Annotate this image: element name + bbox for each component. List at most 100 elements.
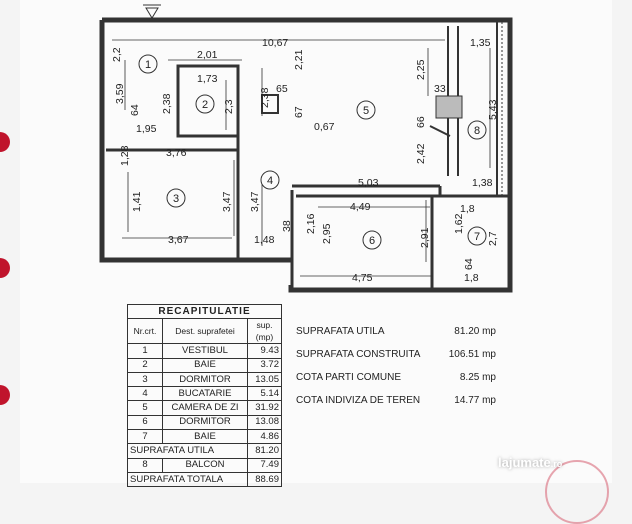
summary-value: 106.51 mp (448, 349, 496, 360)
dim-side-64: 64 (129, 104, 141, 116)
dim-148: 1,48 (254, 234, 275, 246)
summary-label: COTA PARTI COMUNE (296, 372, 402, 383)
row-dest: DORMITOR (162, 371, 248, 388)
dim-347b: 3,47 (249, 191, 261, 212)
summary-value: 14.77 mp (454, 395, 496, 406)
recap-header-sup: sup.(mp) (247, 318, 282, 345)
row-dest: VESTIBUL (162, 343, 248, 359)
recap-total-value: 88.69 (247, 471, 282, 488)
row-sup: 13.08 (247, 414, 282, 431)
row-dest: CAMERA DE ZI (162, 400, 248, 416)
room-number-2: 2 (202, 99, 208, 111)
dim-195: 1,95 (136, 123, 157, 135)
dim-dormitor-width: 3,76 (166, 147, 187, 159)
dim-right-width: 1,35 (470, 37, 491, 49)
summary-label: SUPRAFATA CONSTRUITA (296, 349, 421, 360)
dim-dormitor-bottom: 3,67 (168, 234, 189, 246)
row-nr: 2 (127, 357, 163, 373)
dim-128: 1,28 (119, 145, 131, 166)
dim-vestibul-height: 3,59 (114, 83, 126, 104)
dim-291: 2,91 (419, 227, 431, 248)
row-nr: 5 (127, 400, 163, 416)
watermark-brand: lajumate (498, 455, 551, 470)
binder-hole (0, 258, 10, 278)
row-sup: 13.05 (247, 371, 282, 388)
dim-baie-width: 2,01 (197, 49, 218, 61)
summary-row: COTA INDIVIZA DE TEREN 14.77 mp (296, 395, 496, 418)
recap-util-value: 81.20 (247, 443, 282, 459)
dim-347: 3,47 (221, 191, 233, 212)
dim-067: 0,67 (314, 121, 335, 133)
dim-295: 2,95 (321, 223, 333, 244)
row-sup: 7.49 (247, 457, 282, 473)
recap-total-label: SUPRAFATA TOTALA (127, 471, 248, 488)
dim-baie-inner-width: 1,73 (197, 73, 218, 85)
surface-summary: SUPRAFATA UTILA 81.20 mp SUPRAFATA CONSTR… (296, 326, 496, 418)
summary-value: 81.20 mp (454, 326, 496, 337)
recap-title: RECAPITULATIE (127, 303, 282, 320)
dim-baie-height-left: 2,38 (161, 93, 173, 114)
summary-label: COTA INDIVIZA DE TEREN (296, 395, 421, 406)
recap-header-nr: Nr.crt. (127, 318, 163, 345)
room-number-5: 5 (363, 105, 369, 117)
dim-baie7-width: 1,8 (460, 203, 475, 215)
dim-141: 1,41 (131, 191, 143, 212)
recap-table: RECAPITULATIE Nr.crt. Dest. suprafetei s… (127, 303, 282, 488)
watermark-suffix: .ro (550, 459, 563, 469)
recap-util-label: SUPRAFATA UTILA (127, 443, 248, 459)
row-nr: 6 (127, 414, 163, 431)
room-number-7: 7 (474, 231, 480, 243)
dim-right-height: 5,43 (487, 99, 499, 120)
room-number-1: 1 (145, 59, 151, 71)
dim-corridor-width: 66 (415, 116, 427, 128)
summary-value: 8.25 mp (459, 372, 496, 383)
dim-216: 2,16 (305, 213, 317, 234)
dim-64b: 64 (463, 258, 475, 270)
room-number-4: 4 (267, 175, 273, 187)
row-sup: 3.72 (247, 357, 282, 373)
dim-138: 1,38 (472, 177, 493, 189)
binder-hole (0, 385, 10, 405)
dim-38: 38 (281, 220, 293, 232)
dim-niche-depth: 67 (293, 106, 305, 118)
row-dest: DORMITOR (162, 414, 248, 431)
dim-total-width: 10,67 (262, 37, 288, 49)
row-nr: 7 (127, 429, 163, 445)
dim-bucatarie-width: 5,03 (358, 177, 379, 189)
dim-right-col: 33 (434, 83, 446, 95)
row-sup: 31.92 (247, 400, 282, 416)
row-nr: 1 (127, 343, 163, 359)
summary-label: SUPRAFATA UTILA (296, 326, 385, 337)
dim-niche-height: 2,38 (259, 87, 271, 108)
dim-27: 2,7 (487, 231, 499, 246)
plan-paper (20, 0, 612, 483)
row-nr: 3 (127, 371, 163, 388)
floor-plan: 10,67 1,35 2,2 3,59 2,01 1,73 2,38 2,3 2… (99, 4, 513, 293)
summary-row: SUPRAFATA UTILA 81.20 mp (296, 326, 496, 349)
row-nr: 4 (127, 386, 163, 402)
dim-dormitor6-bottom: 4,75 (352, 272, 373, 284)
dim-top-wall: 2,21 (293, 49, 305, 70)
summary-row: COTA PARTI COMUNE 8.25 mp (296, 372, 496, 395)
summary-row: SUPRAFATA CONSTRUITA 106.51 mp (296, 349, 496, 372)
dim-242: 2,42 (415, 143, 427, 164)
dim-dormitor6-width: 4,49 (350, 201, 371, 213)
row-dest: BALCON (162, 457, 248, 473)
row-dest: BUCATARIE (162, 386, 248, 402)
watermark-logo: lajumate.ro (498, 455, 562, 470)
room-number-6: 6 (369, 235, 375, 247)
row-sup: 4.86 (247, 429, 282, 445)
room-number-3: 3 (173, 193, 179, 205)
dim-niche-width: 65 (276, 83, 288, 95)
recap-header-dest: Dest. suprafetei (162, 318, 248, 345)
